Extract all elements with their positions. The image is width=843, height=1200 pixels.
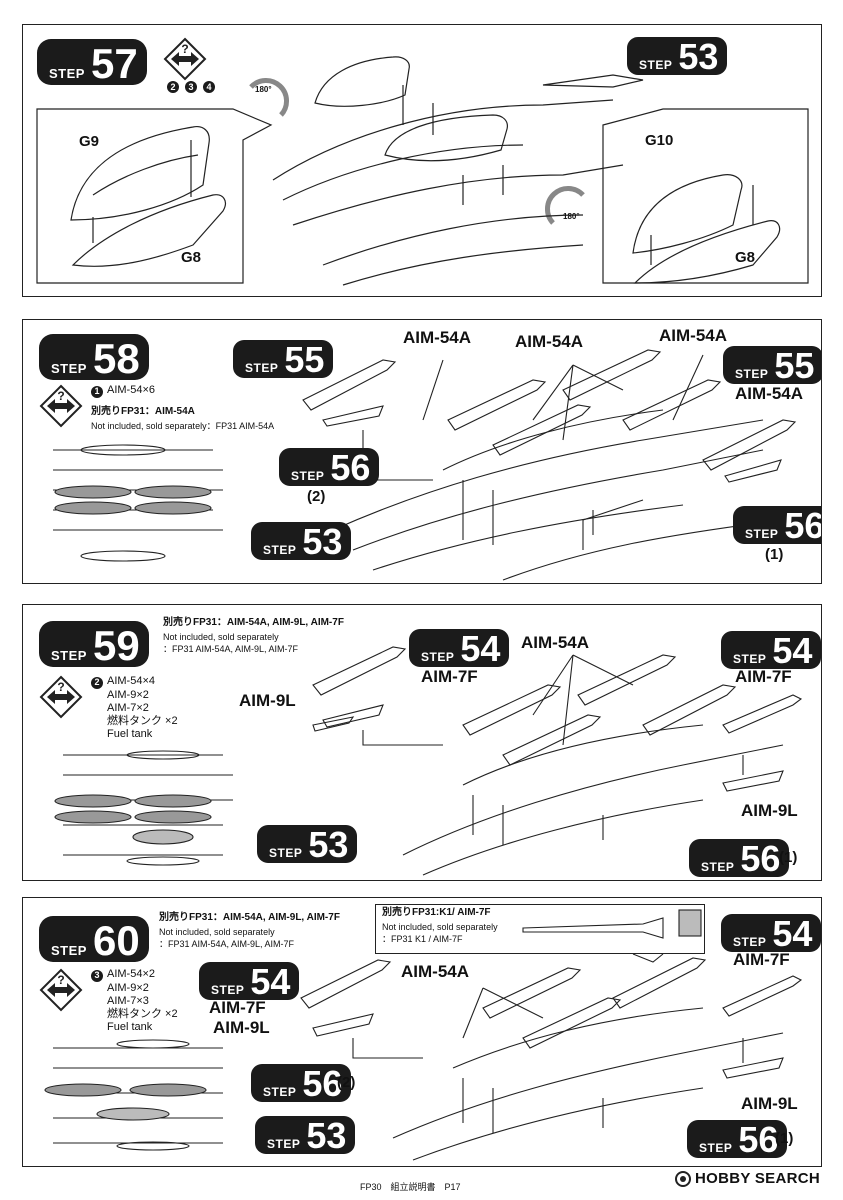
option-numbers: 2 3 4 (167, 81, 219, 93)
watermark-icon (675, 1170, 691, 1187)
optional-parts-icon: ? (39, 968, 83, 1017)
watermark-logo: HOBBY SEARCH (675, 1170, 820, 1187)
label-aim7f-left: AIM-7F (421, 667, 478, 686)
sub-step-left: (2) (337, 1074, 356, 1091)
svg-text:?: ? (57, 973, 64, 987)
sold-separately-en-1: Not included, sold separately (163, 632, 279, 642)
step-57-drawing (36, 56, 809, 286)
label-aim54a: AIM-54A (521, 633, 590, 652)
optional-parts-icon: ? (39, 675, 83, 724)
sold-separately-jp: 別売りFP31：AIM-54A (91, 406, 195, 417)
svg-text:?: ? (57, 680, 64, 694)
label-aim7f-right: AIM-7F (733, 950, 790, 969)
step-60-drawing (44, 909, 803, 1161)
part-g9: G9 (79, 133, 100, 150)
part-g8-right: G8 (735, 249, 756, 266)
sold-separately-jp: 別売りFP31：AIM-54A, AIM-9L, AIM-7F (163, 617, 344, 628)
step-58-drawing (53, 349, 797, 581)
page-footer: FP30 組立説明書 P17 (360, 1182, 461, 1192)
sold-separately-jp: 別売りFP31：AIM-54A, AIM-9L, AIM-7F (159, 912, 340, 923)
sub-step-right: (1) (775, 1130, 794, 1147)
label-aim54a-4: AIM-54A (735, 384, 804, 403)
label-aim9l-right: AIM-9L (741, 801, 798, 820)
sold-separately-en: Not included, sold separately：FP31 AIM-5… (91, 421, 275, 431)
sold-separately-en-2: ：FP31 AIM-54A, AIM-9L, AIM-7F (163, 644, 299, 654)
label-aim54a-2: AIM-54A (515, 332, 584, 351)
label-aim54a-3: AIM-54A (659, 326, 728, 345)
label-aim54a: AIM-54A (401, 962, 470, 981)
svg-text:?: ? (181, 42, 188, 56)
sub-step-right: (1) (779, 849, 798, 866)
label-aim9l-left: AIM-9L (213, 1018, 270, 1037)
label-aim9l-right: AIM-9L (741, 1094, 798, 1113)
svg-text:?: ? (57, 389, 64, 403)
k1-callout: 別売りFP31:K1/ AIM-7F Not included, sold se… (375, 904, 705, 954)
part-g10: G10 (645, 132, 674, 149)
optional-parts-icon: ? (163, 37, 223, 86)
callout-en-1: Not included, sold separately (382, 922, 498, 932)
sold-separately-en-2: ：FP31 AIM-54A, AIM-9L, AIM-7F (159, 939, 295, 949)
step-59-drawing (54, 646, 803, 876)
sub-step-left: (2) (307, 488, 326, 505)
rotate-label-right: 180° (563, 212, 580, 221)
label-aim7f-right: AIM-7F (735, 667, 792, 686)
label-aim9l-left: AIM-9L (239, 691, 296, 710)
sub-step-right: (1) (765, 546, 784, 563)
callout-jp: 別売りFP31:K1/ AIM-7F (382, 907, 491, 918)
label-aim7f-left: AIM-7F (209, 998, 266, 1017)
rotate-label-left: 180° (255, 85, 272, 94)
watermark-text: HOBBY SEARCH (695, 1170, 821, 1187)
sold-separately-en-1: Not included, sold separately (159, 927, 275, 937)
callout-en-2: ：FP31 K1 / AIM-7F (382, 934, 463, 944)
part-g8-left: G8 (181, 249, 202, 266)
label-aim54a-1: AIM-54A (403, 328, 472, 347)
optional-parts-icon: ? (39, 384, 83, 433)
